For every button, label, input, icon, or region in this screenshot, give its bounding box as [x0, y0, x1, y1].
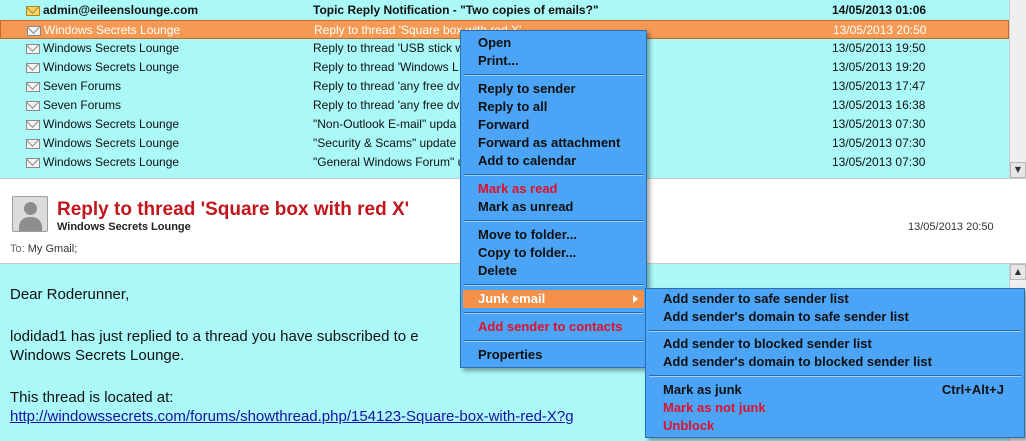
message-row[interactable]: Seven Forums Reply to thread 'any free d… [0, 77, 1009, 96]
envelope-open-icon [26, 82, 40, 92]
menu-unblock[interactable]: Unblock [663, 418, 715, 433]
menu-separator [464, 220, 643, 222]
menu-copy-folder[interactable]: Copy to folder... [478, 245, 577, 260]
envelope-closed-icon [26, 6, 40, 16]
menu-move-folder[interactable]: Move to folder... [478, 227, 577, 242]
message-date: 13/05/2013 07:30 [832, 155, 926, 169]
preview-recipients: To: My Gmail; [10, 243, 77, 255]
message-sender: Windows Secrets Lounge [43, 60, 180, 74]
menu-separator [464, 340, 643, 342]
envelope-open-icon [26, 158, 40, 168]
envelope-open-icon [26, 63, 40, 73]
message-subject: "General Windows Forum" up [313, 155, 471, 169]
message-row[interactable]: Windows Secrets Lounge Reply to thread '… [0, 58, 1009, 77]
message-row[interactable]: Windows Secrets Lounge "Non-Outlook E-ma… [0, 115, 1009, 134]
context-menu: Open Print... Reply to sender Reply to a… [460, 30, 647, 368]
to-label: To: [10, 243, 25, 255]
menu-separator [464, 284, 643, 286]
menu-mark-read[interactable]: Mark as read [478, 181, 558, 196]
menu-add-calendar[interactable]: Add to calendar [478, 153, 577, 168]
menu-separator [649, 375, 1021, 377]
avatar-icon [12, 196, 48, 232]
junk-submenu: Add sender to safe sender list Add sende… [645, 288, 1025, 438]
message-date: 13/05/2013 17:47 [832, 79, 926, 93]
menu-reply-sender[interactable]: Reply to sender [478, 81, 576, 96]
message-row[interactable]: admin@eileenslounge.com Topic Reply Noti… [0, 1, 1009, 20]
envelope-open-icon [26, 139, 40, 149]
menu-mark-not-junk[interactable]: Mark as not junk [663, 400, 766, 415]
submenu-arrow-icon [633, 295, 638, 303]
message-sender: Seven Forums [43, 79, 122, 93]
menu-mark-junk[interactable]: Mark as junk Ctrl+Alt+J [648, 381, 1022, 399]
message-date: 13/05/2013 20:50 [833, 23, 927, 37]
menu-junk-email-label: Junk email [478, 291, 546, 306]
menu-add-blocked-domain[interactable]: Add sender's domain to blocked sender li… [663, 354, 932, 369]
message-subject: "Non-Outlook E-mail" upda [313, 117, 457, 131]
message-sender: Windows Secrets Lounge [43, 117, 180, 131]
message-subject: Reply to thread 'Windows L [313, 60, 459, 74]
message-date: 14/05/2013 01:06 [832, 3, 927, 17]
message-subject: Reply to thread 'any free dv [313, 98, 460, 112]
menu-open[interactable]: Open [478, 35, 512, 50]
message-sender: Windows Secrets Lounge [43, 155, 180, 169]
menu-separator [464, 174, 643, 176]
message-row[interactable]: Windows Secrets Lounge "Security & Scams… [0, 134, 1009, 153]
menu-add-safe-domain[interactable]: Add sender's domain to safe sender list [663, 309, 909, 324]
message-date: 13/05/2013 19:50 [832, 41, 926, 55]
menu-mark-junk-shortcut: Ctrl+Alt+J [941, 382, 1004, 397]
message-date: 13/05/2013 16:38 [832, 98, 926, 112]
menu-separator [649, 330, 1021, 332]
menu-separator [464, 312, 643, 314]
scroll-up-icon[interactable]: ▲ [1010, 264, 1026, 280]
message-sender: Windows Secrets Lounge [44, 23, 181, 37]
menu-forward[interactable]: Forward [478, 117, 530, 132]
envelope-open-icon [27, 26, 41, 36]
message-sender: admin@eileenslounge.com [43, 3, 199, 17]
thread-link[interactable]: http://windowssecrets.com/forums/showthr… [10, 408, 574, 425]
message-row[interactable]: Windows Secrets Lounge "General Windows … [0, 153, 1009, 172]
to-value[interactable]: My Gmail; [27, 243, 78, 255]
preview-sender[interactable]: Windows Secrets Lounge [57, 221, 191, 233]
message-row[interactable]: Windows Secrets Lounge Reply to thread '… [0, 39, 1009, 58]
preview-date: 13/05/2013 20:50 [908, 221, 994, 233]
menu-separator [464, 74, 643, 76]
menu-add-blocked-sender[interactable]: Add sender to blocked sender list [663, 336, 872, 351]
menu-print[interactable]: Print... [478, 53, 519, 68]
message-sender: Seven Forums [43, 98, 122, 112]
message-list-scrollbar[interactable]: ▼ [1009, 0, 1026, 178]
message-date: 13/05/2013 07:30 [832, 136, 926, 150]
preview-subject: Reply to thread 'Square box with red X' [57, 199, 410, 220]
message-date: 13/05/2013 19:20 [832, 60, 926, 74]
message-subject: "Security & Scams" update [313, 136, 457, 150]
menu-properties[interactable]: Properties [478, 347, 543, 362]
message-date: 13/05/2013 07:30 [832, 117, 926, 131]
message-sender: Windows Secrets Lounge [43, 136, 180, 150]
menu-forward-attachment[interactable]: Forward as attachment [478, 135, 621, 150]
message-subject: Topic Reply Notification - "Two copies o… [313, 3, 599, 17]
body-line: lodidad1 has just replied to a thread yo… [10, 328, 419, 345]
envelope-open-icon [26, 120, 40, 130]
scroll-down-icon[interactable]: ▼ [1010, 162, 1026, 178]
envelope-open-icon [26, 101, 40, 111]
menu-junk-email[interactable]: Junk email [463, 290, 644, 308]
menu-delete[interactable]: Delete [478, 263, 518, 278]
message-subject: Reply to thread 'USB stick w [313, 41, 465, 55]
body-line: Windows Secrets Lounge. [10, 347, 185, 364]
menu-add-safe-sender[interactable]: Add sender to safe sender list [663, 291, 849, 306]
message-row[interactable]: Seven Forums Reply to thread 'any free d… [0, 96, 1009, 115]
body-greeting: Dear Roderunner, [10, 286, 130, 303]
message-sender: Windows Secrets Lounge [43, 41, 180, 55]
body-line: This thread is located at: [10, 389, 174, 406]
menu-mark-junk-label: Mark as junk [663, 382, 742, 397]
envelope-open-icon [26, 44, 40, 54]
menu-add-contacts[interactable]: Add sender to contacts [478, 319, 623, 334]
message-subject: Reply to thread 'any free dv [313, 79, 460, 93]
message-list: admin@eileenslounge.com Topic Reply Noti… [0, 0, 1009, 178]
menu-mark-unread[interactable]: Mark as unread [478, 199, 574, 214]
menu-reply-all[interactable]: Reply to all [478, 99, 548, 114]
